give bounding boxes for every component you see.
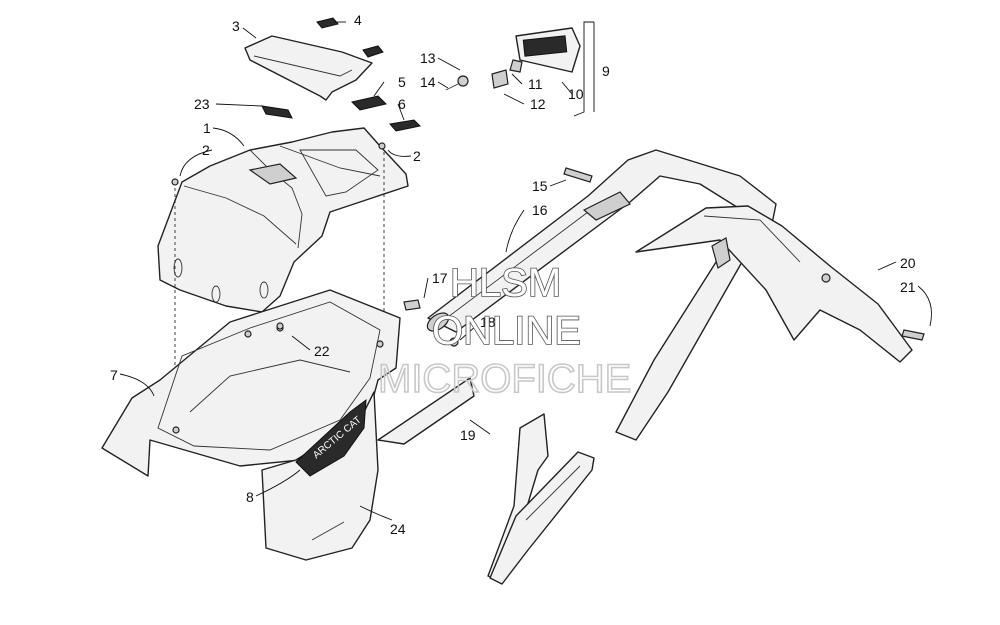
callout-5: 5 — [398, 74, 406, 90]
callout-14: 14 — [420, 74, 436, 90]
part-5-reflector — [351, 95, 387, 111]
callout-15: 15 — [532, 178, 548, 194]
callout-17: 17 — [432, 270, 448, 286]
part-3-cover-plate — [244, 35, 373, 101]
callout-7: 7 — [110, 367, 118, 383]
callout-10: 10 — [568, 86, 584, 102]
part-17-bolt — [403, 299, 421, 311]
callout-1: 1 — [203, 120, 211, 136]
callout-2b: 2 — [413, 148, 421, 164]
watermark-line-2: ONLINE — [432, 309, 581, 353]
part-15-bolt — [563, 167, 593, 183]
callout-24: 24 — [390, 521, 406, 537]
callout-6: 6 — [398, 96, 406, 112]
callout-9: 9 — [602, 63, 610, 79]
part-22-fastener — [276, 322, 284, 330]
callout-16: 16 — [532, 202, 548, 218]
watermark-line-3: MICROFICHE — [378, 357, 631, 401]
callout-11: 11 — [528, 76, 543, 92]
part-18-nut — [449, 337, 459, 347]
callout-21: 21 — [900, 279, 916, 295]
leader-lines — [119, 21, 932, 521]
part-23-reflector — [261, 105, 293, 119]
part-20-fender-flap — [635, 205, 913, 363]
callout-3: 3 — [232, 18, 240, 34]
callout-13: 13 — [420, 50, 436, 66]
callout-23: 23 — [194, 96, 210, 112]
callout-labels: 3 4 5 6 23 1 2 2 13 14 11 12 10 9 15 16 … — [110, 12, 916, 537]
callout-22: 22 — [314, 343, 330, 359]
part-16-grab-bar — [426, 149, 777, 441]
callout-4: 4 — [354, 12, 362, 28]
callout-12: 12 — [530, 96, 546, 112]
part-2-screws — [171, 142, 386, 430]
callout-2a: 2 — [202, 142, 210, 158]
part-19-side-rail — [377, 377, 595, 585]
callout-20: 20 — [900, 255, 916, 271]
watermark-line-1: HLSM — [450, 261, 561, 305]
callout-8: 8 — [246, 489, 254, 505]
part-1-seat-body — [157, 127, 409, 313]
part-9-taillight — [445, 27, 581, 91]
watermark: HLSM ONLINE MICROFICHE — [377, 260, 632, 402]
callout-19: 19 — [460, 427, 476, 443]
part-21-bolt — [901, 329, 925, 341]
part-24-side-panel: ARCTIC CAT — [261, 391, 379, 561]
part-4-clips — [316, 17, 384, 58]
part-6-reflector — [389, 119, 422, 132]
part-7-storage-tub — [101, 289, 401, 477]
callout-18: 18 — [480, 314, 496, 330]
